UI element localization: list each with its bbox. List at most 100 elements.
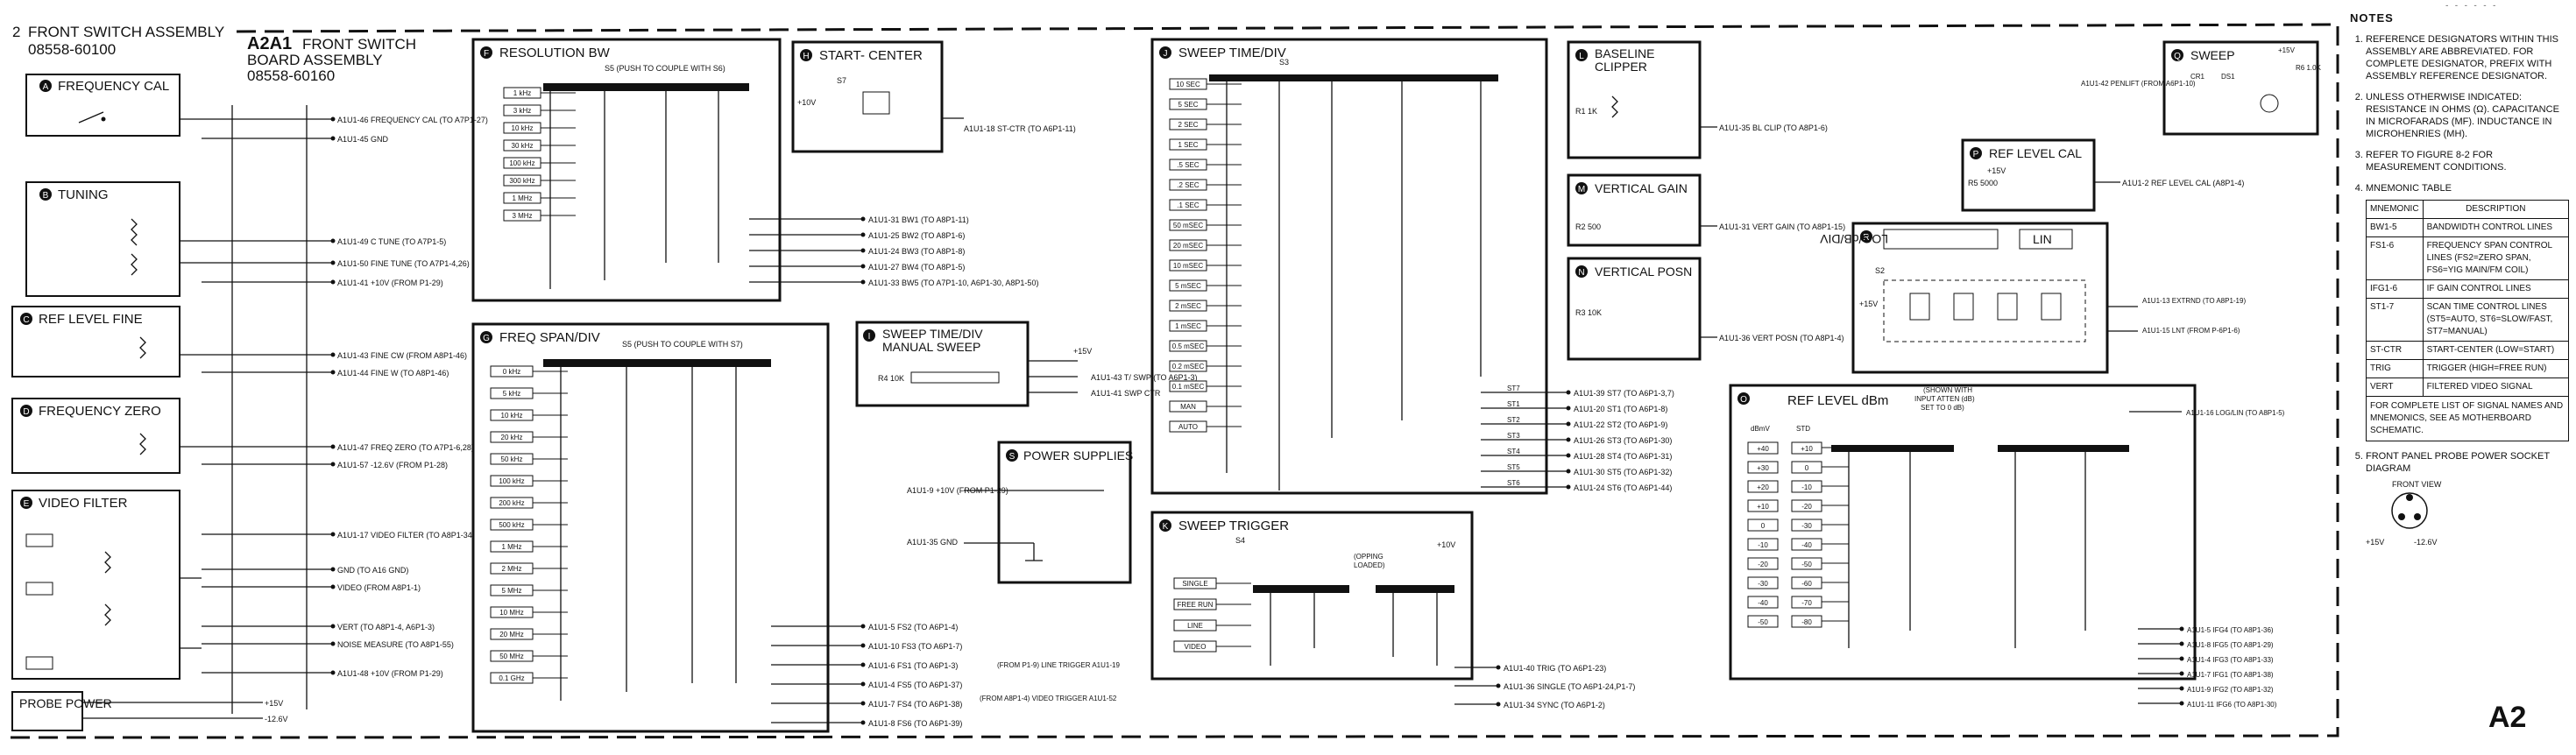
st-out-5: A1U1-30 ST5 (TO A6P1-32) [1574, 468, 1672, 476]
svg-text:N: N [1578, 268, 1584, 278]
span-out-0: A1U1-5 FS2 (TO A6P1-4) [868, 623, 958, 632]
svg-text:+10V: +10V [1437, 540, 1455, 549]
description-cell: BANDWIDTH CONTROL LINES [2422, 218, 2570, 237]
st-node-5: ST5 [1507, 463, 1520, 471]
baseline-clipper: L BASELINE CLIPPER R1 1K A1U1-35 BL CLIP… [1567, 40, 1828, 159]
ref-level-outputs: A1U1-5 IFG4 (TO A8P1-36)A1U1-8 IFG5 (TO … [2129, 409, 2285, 709]
svg-text:REF LEVEL FINE: REF LEVEL FINE [39, 312, 143, 327]
note-4: MNEMONIC TABLE MNEMONIC DESCRIPTION BW1-… [2366, 182, 2570, 441]
svg-text:A1U1-9 +10V (FROM P1-29): A1U1-9 +10V (FROM P1-29) [907, 486, 1008, 495]
trig-pos-label-2: LINE [1187, 622, 1203, 630]
description-cell: TRIGGER (HIGH=FREE RUN) [2422, 359, 2570, 378]
svg-text:A1U1-13 EXTRND (TO A8P1-19): A1U1-13 EXTRND (TO A8P1-19) [2142, 297, 2246, 305]
ref-dbmv-6[interactable] [1747, 557, 1779, 570]
svg-text:C: C [23, 315, 29, 325]
svg-text:O: O [1740, 395, 1747, 405]
svg-text:A1U1-31 VERT GAIN (TO A8P1-15): A1U1-31 VERT GAIN (TO A8P1-15) [1719, 222, 1845, 231]
svg-text:I: I [868, 332, 871, 342]
svg-text:A1U1-35 BL CLIP (TO A8P1-6): A1U1-35 BL CLIP (TO A8P1-6) [1719, 123, 1828, 132]
ref-std-label-4: -30 [1801, 522, 1812, 530]
ref-dbmv-4[interactable] [1747, 519, 1779, 532]
left-signal-9: A1U1-17 VIDEO FILTER (TO A8P1-34) [337, 531, 475, 540]
note-2: UNLESS OTHERWISE INDICATED: RESISTANCE I… [2366, 91, 2569, 140]
span-pos-label-0: 0 kHz [503, 368, 520, 376]
board-ref: A2A1 [247, 34, 292, 53]
svg-text:MANUAL SWEEP: MANUAL SWEEP [882, 340, 980, 354]
svg-text:LOG/dB/DIV: LOG/dB/DIV [1820, 232, 1888, 246]
left-signal-list: A1U1-46 FREQUENCY CAL (TO A7P1-27)A1U1-4… [202, 116, 488, 678]
note-5: FRONT PANEL PROBE POWER SOCKET DIAGRAM F… [2366, 450, 2569, 548]
ref-dbmv-label-0: +40 [1757, 445, 1769, 453]
svg-text:SWEEP TIME/DIV: SWEEP TIME/DIV [882, 327, 983, 341]
rl-out-5: A1U1-11 IFG6 (TO A8P1-30) [2187, 701, 2277, 709]
svg-text:E: E [24, 499, 30, 509]
st-out-1: A1U1-20 ST1 (TO A6P1-8) [1574, 405, 1667, 413]
figure-label: A2 [2488, 701, 2527, 734]
ref-level-cal: P REF LEVEL CAL +15V R5 5000 A1U1-2 REF … [1961, 138, 2244, 212]
ref-dbmv-label-7: -30 [1758, 580, 1768, 588]
svg-text:S3: S3 [1279, 58, 1289, 67]
ref-dbmv-label-8: -40 [1758, 599, 1768, 607]
svg-text:P: P [1973, 150, 1979, 159]
left-signal-4: A1U1-41 +10V (FROM P1-29) [337, 279, 443, 287]
left-signal-12: VERT (TO A8P1-4, A6P1-3) [337, 623, 435, 632]
svg-text:FREQUENCY CAL: FREQUENCY CAL [58, 79, 169, 94]
svg-text:START- CENTER: START- CENTER [819, 48, 923, 63]
switch-resolution-bw: F RESOLUTION BW S5 (PUSH TO COUPLE WITH … [471, 38, 782, 302]
left-signal-13: NOISE MEASURE (TO A8P1-55) [337, 640, 454, 649]
svg-text:+15V: +15V [1987, 166, 2006, 175]
left-signal-6: A1U1-44 FINE W (TO A8P1-46) [337, 369, 449, 378]
svg-text:REF LEVEL dBm: REF LEVEL dBm [1787, 393, 1888, 408]
ref-dbmv-7[interactable] [1747, 576, 1779, 589]
left-signal-5: A1U1-43 FINE CW (FROM A8P1-46) [337, 351, 467, 360]
ref-dbmv-0[interactable] [1747, 441, 1779, 455]
ref-dbmv-3[interactable] [1747, 499, 1779, 512]
ref-dbmv-8[interactable] [1747, 596, 1779, 609]
switch-manual-sweep: I SWEEP TIME/DIV MANUAL SWEEP R4 10K +15… [855, 321, 1198, 407]
ref-dbmv-5[interactable] [1747, 538, 1779, 551]
mnemonic-cell: FS1-6 [2366, 236, 2424, 280]
mnemonic-cell: VERT [2366, 378, 2424, 397]
span-out-3: A1U1-4 FS5 (TO A6P1-37) [868, 681, 962, 689]
svg-text:M: M [1578, 185, 1585, 194]
svg-text:VERTICAL POSN: VERTICAL POSN [1595, 265, 1692, 279]
notes-title: NOTES [2350, 11, 2394, 25]
rbw-pos-label-2: 10 kHz [512, 124, 534, 132]
st-pos-label-3: 1 SEC [1178, 141, 1198, 149]
svg-text:A1U1-42 PENLIFT (FROM A6P1-10): A1U1-42 PENLIFT (FROM A6P1-10) [2081, 80, 2196, 88]
ref-dbmv-9[interactable] [1747, 615, 1779, 628]
span-pos-label-14: 0.1 GHz [499, 674, 524, 682]
svg-text:DS1: DS1 [2221, 73, 2235, 81]
st-pos-label-7: 50 mSEC [1173, 222, 1203, 229]
svg-text:A1U1-2 REF LEVEL CAL (A8P1-4): A1U1-2 REF LEVEL CAL (A8P1-4) [2122, 179, 2244, 187]
svg-text:Q: Q [2174, 52, 2181, 61]
rbw-pos-label-0: 1 kHz [513, 89, 531, 97]
vertical-gain: M VERTICAL GAIN R2 500 A1U1-31 VERT GAIN… [1567, 173, 1845, 247]
rl-out-0: A1U1-5 IFG4 (TO A8P1-36) [2187, 626, 2274, 634]
rl-out-2: A1U1-4 IFG3 (TO A8P1-33) [2187, 656, 2274, 664]
corner-mark: - - - - - - [2445, 2, 2497, 11]
ref-dbmv-label-3: +10 [1757, 503, 1769, 511]
svg-text:POWER SUPPLIES: POWER SUPPLIES [1023, 448, 1133, 462]
st-pos-label-5: .2 SEC [1177, 181, 1200, 189]
svg-text:D: D [23, 407, 29, 417]
trig-pos-label-1: FREE RUN [1178, 601, 1214, 609]
svg-text:(SHOWN WITH: (SHOWN WITH [1923, 386, 1972, 394]
header-num: 2 [12, 24, 20, 40]
switch-sweep-trigger: K SWEEP TRIGGER S4 (OPPING LOADED) +10V … [1150, 511, 1474, 681]
ref-dbmv-2[interactable] [1747, 480, 1779, 493]
svg-text:(OPPING: (OPPING [1354, 553, 1384, 561]
svg-text:STD: STD [1796, 425, 1810, 433]
ref-dbmv-1[interactable] [1747, 461, 1779, 474]
st-node-2: ST2 [1507, 416, 1520, 424]
svg-text:K: K [1163, 522, 1169, 532]
ref-std-label-1: 0 [1805, 464, 1809, 472]
st-pos-label-10: 5 mSEC [1175, 282, 1201, 290]
span-pos-label-1: 5 kHz [503, 390, 520, 398]
description-cell: FREQUENCY SPAN CONTROL LINES (FS2=ZERO S… [2422, 236, 2570, 280]
